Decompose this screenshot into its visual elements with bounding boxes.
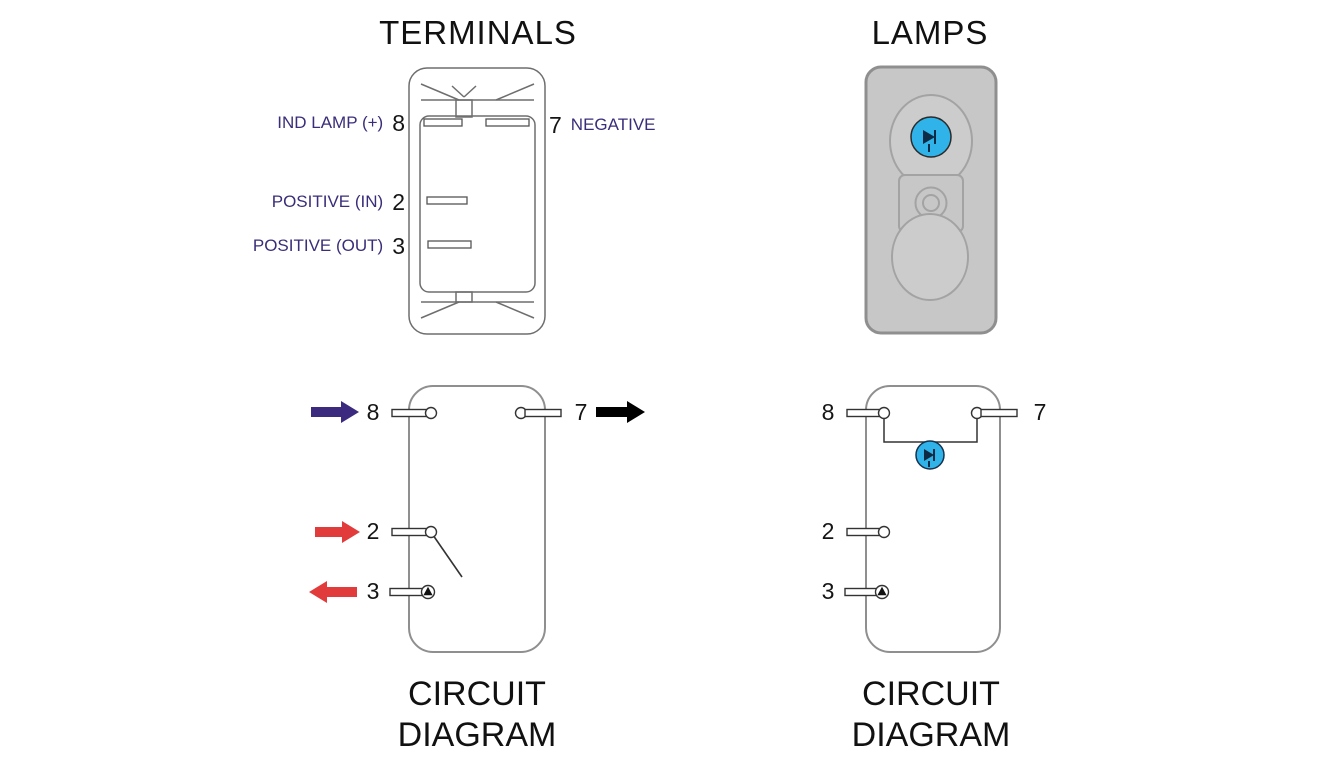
left-circuit-number-2: 2 [366, 518, 380, 544]
left-circuit-number-7: 7 [574, 399, 588, 425]
left-tab-2 [391, 527, 429, 537]
lamps-switch-drawing [864, 65, 998, 335]
arrow-in-8 [311, 401, 359, 423]
left-contact-8 [424, 406, 438, 420]
switch-outer-shell [408, 67, 546, 335]
left-circuit-number-8: 8 [366, 399, 380, 425]
right-circuit-number-3: 3 [821, 578, 835, 604]
right-circuit-number-2: 2 [821, 518, 835, 544]
label-row-positive-out: POSITIVE (OUT) 3 [190, 231, 405, 261]
negative-number: 7 [549, 111, 562, 138]
arrow-in-2 [315, 521, 360, 543]
lamp-icon [910, 116, 952, 158]
label-row-positive-in: POSITIVE (IN) 2 [190, 187, 405, 217]
left-tab-3 [389, 587, 427, 597]
circuit-left-outline [408, 385, 546, 653]
top-center-tab [455, 99, 473, 118]
circuit-left-drawing [309, 385, 645, 653]
ind-lamp-number: 8 [392, 109, 405, 136]
switch-body [419, 115, 536, 293]
right-circuit-caption: CIRCUIT DIAGRAM [826, 674, 1036, 756]
terminal-tab-8 [423, 118, 463, 127]
left-common-marker [423, 586, 433, 596]
positive-in-number: 2 [392, 188, 405, 215]
negative-label: NEGATIVE [570, 115, 656, 134]
right-circuit-number-8: 8 [821, 399, 835, 425]
right-caption-line2: DIAGRAM [851, 716, 1011, 754]
circuit-right-drawing [844, 385, 1018, 653]
positive-out-label: POSITIVE (OUT) [252, 236, 384, 255]
center-ring-inner [922, 194, 940, 212]
left-tab-8 [391, 408, 429, 418]
right-tab-7 [980, 408, 1018, 418]
left-tab-7 [524, 408, 562, 418]
circuit-lamp-icon [915, 440, 945, 470]
switch-blade [433, 536, 463, 578]
terminals-switch-drawing [408, 67, 546, 335]
circuit-right-outline [865, 385, 1001, 653]
terminals-title: TERMINALS [379, 14, 577, 51]
right-contact-2 [877, 525, 891, 539]
right-tab-2 [846, 527, 884, 537]
right-tab-8 [846, 408, 884, 418]
left-contact-2 [424, 525, 438, 539]
bottom-center-tab [455, 291, 473, 303]
terminal-tab-2 [426, 196, 468, 205]
right-contact-8 [877, 406, 891, 420]
rocker-bottom-pad [891, 213, 969, 301]
terminal-tab-3 [427, 240, 472, 249]
label-row-ind-lamp: IND LAMP (+) 8 [190, 108, 405, 138]
arrow-out-3 [309, 581, 357, 603]
arrow-out-7 [596, 401, 645, 423]
lamps-title: LAMPS [871, 14, 989, 51]
left-caption-line1: CIRCUIT [408, 675, 546, 713]
positive-out-number: 3 [392, 232, 405, 259]
positive-in-label: POSITIVE (IN) [271, 192, 384, 211]
left-circuit-caption: CIRCUIT DIAGRAM [372, 674, 582, 756]
ind-lamp-label: IND LAMP (+) [277, 113, 384, 132]
right-caption-line1: CIRCUIT [862, 675, 1000, 713]
label-row-negative: 7 NEGATIVE [549, 110, 769, 140]
terminal-tab-7 [485, 118, 530, 127]
left-caption-line2: DIAGRAM [397, 716, 557, 754]
left-circuit-number-3: 3 [366, 578, 380, 604]
right-common-marker [877, 586, 887, 596]
right-circuit-number-7: 7 [1033, 399, 1047, 425]
